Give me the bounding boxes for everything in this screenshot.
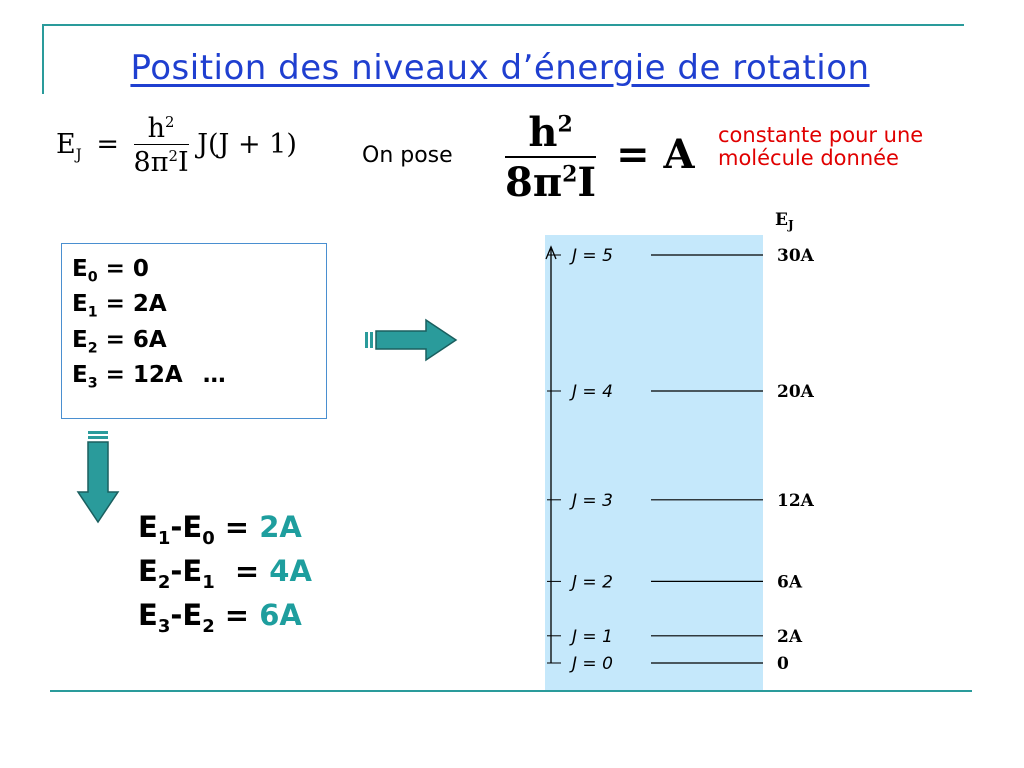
level-row: E3 = 12A…	[72, 361, 226, 392]
levels-group: J = 0 0 J = 1 2A J = 2 6A J = 3 12A J = 4 20A J = …	[547, 246, 815, 674]
level-value-j5: 30A	[777, 246, 815, 266]
energy-levels-box: E0 = 0 E1 = 2A E2 = 6A E3 = 12A…	[61, 243, 327, 419]
constant-equals-a: = A	[616, 131, 695, 178]
level-value-j4: 20A	[777, 382, 815, 402]
difference-row: E3-E2 = 6A	[138, 597, 302, 637]
ellipsis: …	[202, 361, 226, 388]
formula-equals: =	[96, 129, 119, 161]
level-label-j4: J = 4	[569, 382, 613, 402]
difference-row: E2-E1 = 4A	[138, 553, 312, 593]
level-label-j3: J = 3	[569, 491, 613, 511]
level-value-j0: 0	[777, 654, 789, 674]
bottom-rule	[50, 690, 972, 692]
constant-definition: h2 8π2I = A	[505, 110, 695, 206]
formula-lhs: EJ	[56, 129, 82, 164]
formula-tail: J(J + 1)	[197, 129, 297, 161]
formula-fraction: h2 8π2I	[133, 113, 189, 179]
level-value-j3: 12A	[777, 491, 815, 511]
energy-differences: E1-E0 = 2A E2-E1 = 4A E3-E2 = 6A	[138, 507, 312, 639]
diagram-background	[545, 235, 763, 690]
on-pose-label: On pose	[362, 143, 453, 168]
right-arrow-icon	[365, 318, 458, 362]
level-row: E2 = 6A	[72, 326, 167, 357]
level-value-j1: 2A	[777, 627, 803, 647]
level-value-j2: 6A	[777, 572, 803, 592]
level-label-j5: J = 5	[569, 246, 613, 266]
left-rule	[42, 24, 44, 94]
down-arrow-icon	[76, 431, 120, 524]
level-label-j0: J = 0	[569, 654, 613, 674]
energy-formula: EJ = h2 8π2I J(J + 1)	[56, 113, 297, 178]
constant-note: constante pour une molécule donnée	[718, 123, 924, 171]
level-row: E1 = 2A	[72, 291, 167, 321]
top-rule	[42, 24, 964, 26]
level-row: E0 = 0	[72, 256, 149, 286]
difference-row: E1-E0 = 2A	[138, 510, 302, 549]
level-label-j1: J = 1	[569, 627, 613, 647]
axis-label: EJ	[775, 210, 794, 232]
level-label-j2: J = 2	[569, 572, 613, 592]
slide-title: Position des niveaux d’énergie de rotati…	[130, 48, 870, 88]
constant-fraction: h2 8π2I	[505, 109, 597, 206]
